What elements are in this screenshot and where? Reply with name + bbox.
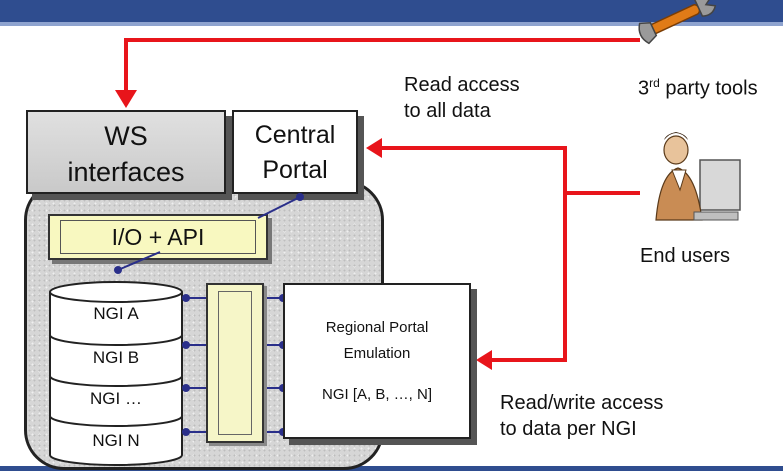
readwrite-line-1: Read/write access [500,392,664,414]
readwrite-line-2: to data per NGI [500,418,637,440]
regional-line-1: Regional Portal [325,319,429,336]
header-bar [0,0,783,22]
central-line-1: Central [254,121,336,149]
regional-portal-box: Regional Portal Emulation NGI [A, B, …, … [283,283,471,439]
db-ngi-n: NGI N [92,431,140,450]
third-party-tools-label: 3rd party tools [638,76,758,100]
read-access-label: Read access to all data [404,72,520,124]
ws-line-1: WS [104,121,148,151]
ws-interfaces-box: WS interfaces [26,110,226,194]
io-bus-inner [218,291,252,435]
read-access-line-1: Read access [404,74,520,96]
user-at-computer-icon [655,132,741,221]
regional-line-2: Emulation [343,345,411,362]
arrow-heads [115,90,492,370]
access-arrows [124,38,640,362]
database-stack [49,281,183,466]
central-line-2: Portal [262,156,328,184]
regional-line-3: NGI [A, B, …, N] [321,386,433,403]
readwrite-access-label: Read/write access to data per NGI [500,390,663,442]
db-ngi-a: NGI A [93,304,139,323]
wrench-icon [638,0,717,45]
central-portal-box: Central Portal [232,110,358,194]
io-api-label: I/O + API [111,224,205,250]
db-ngi-b: NGI B [92,348,140,367]
end-users-label: End users [640,245,731,267]
io-bus [206,283,264,443]
header-stripe [0,22,783,26]
footer-bar [0,466,783,471]
ws-line-2: interfaces [67,157,185,187]
db-ngi-dots: NGI … [90,389,142,408]
read-access-line-2: to all data [404,100,491,122]
